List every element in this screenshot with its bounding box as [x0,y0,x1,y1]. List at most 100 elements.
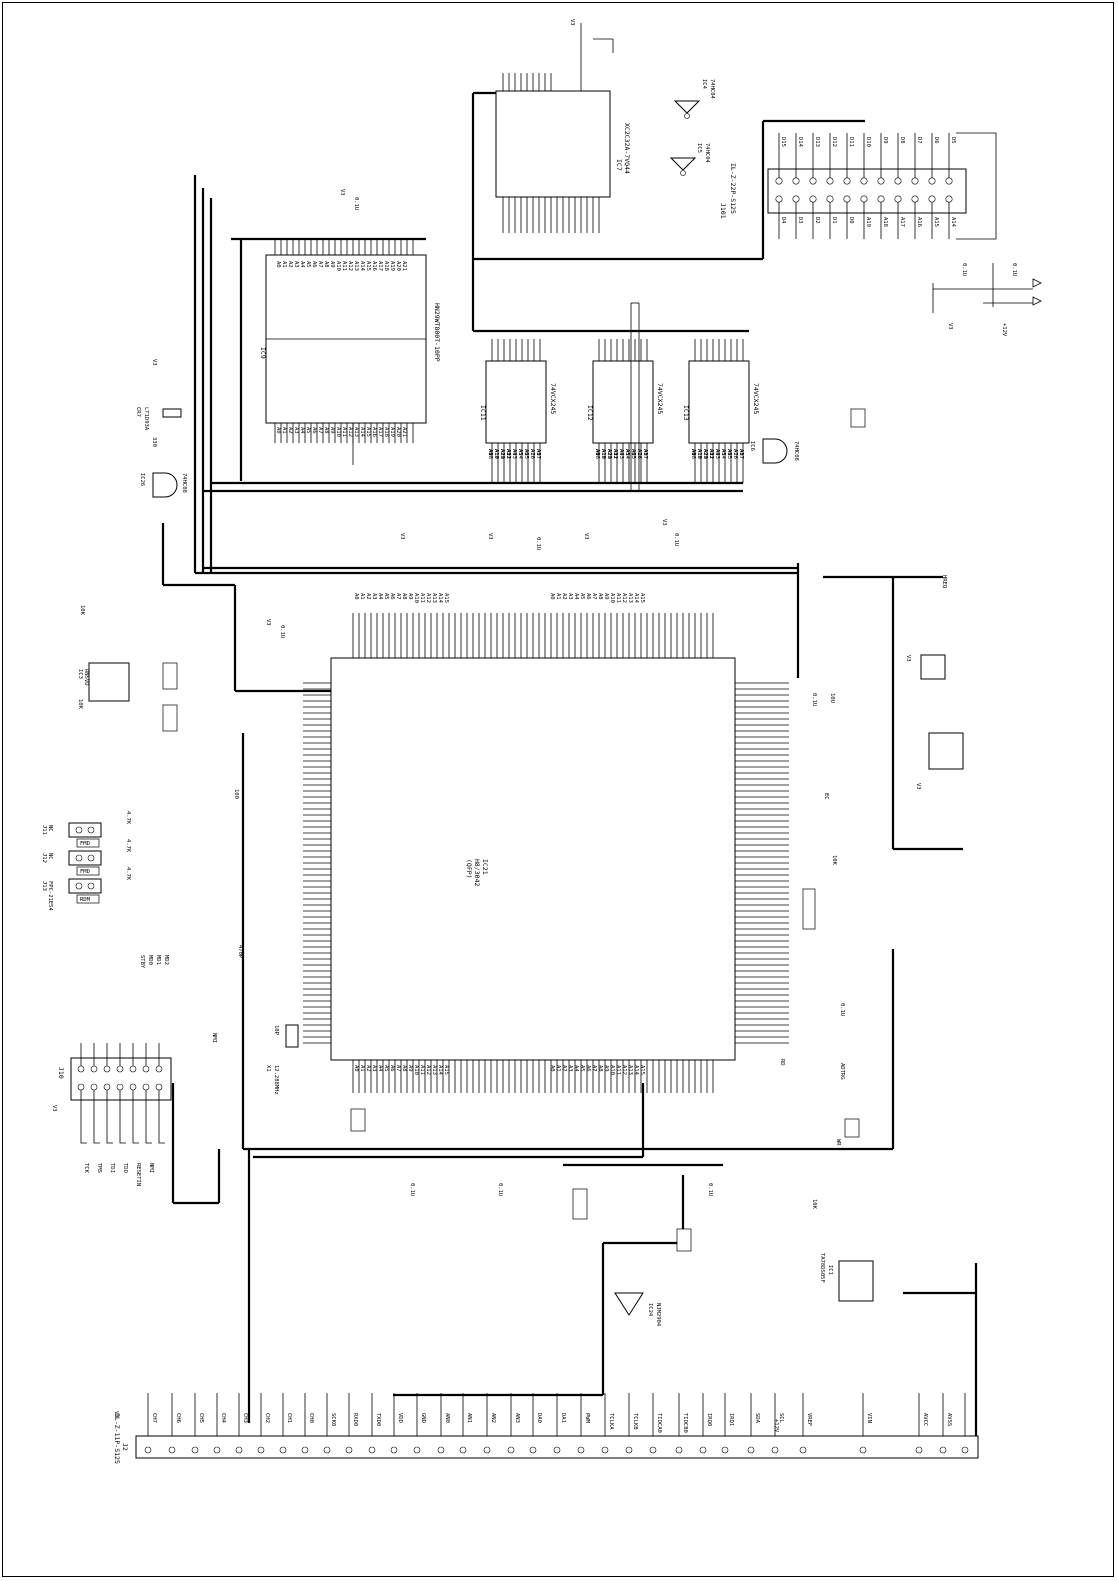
address-label: A9 [329,427,335,434]
address-label: A5 [624,449,630,456]
top-net-label: A18 [882,217,888,227]
bottom-net-label: VIN [866,1413,872,1423]
flash-ic-part: HN29WT800T-10PP [433,303,441,362]
latch-ics: IC11 74VCX245 IC12 74VCX245 IC13 74VCX24… [479,339,760,483]
address-label: A14 [359,427,365,438]
left-signal-name: TDO [122,1163,128,1173]
bottom-net-label: DA1 [560,1413,566,1423]
rail-label: V3 [569,19,575,26]
bottom-net-label: TIOCA0 [656,1413,662,1433]
bottom-net-label: TXD0 [375,1413,381,1426]
rail-label: V3 [151,359,157,366]
connector-pin [553,1446,561,1454]
address-label: A12 [425,593,431,603]
address-label: A1 [359,593,365,600]
address-label: A11 [702,449,708,459]
left-signal-name: MD0 [147,955,153,965]
address-label: A4 [299,427,305,434]
bottom-net-label: TCLKA [608,1413,614,1430]
connector-pin [843,195,851,203]
address-label: A2 [287,427,293,434]
address-label: A19 [389,427,395,437]
cap-value: 0.1U [279,625,285,638]
rail-label: V3 [399,533,405,540]
address-label: A3 [567,1065,573,1072]
address-label: A4 [299,261,305,268]
connector-pin [235,1446,243,1454]
cap-value: 10U [829,693,835,703]
address-label: A12 [347,261,353,271]
address-label: A8 [401,1065,407,1072]
connector-pin [911,177,919,185]
bottom-net-label: SDA [754,1413,760,1424]
address-label: A7 [732,449,738,456]
jumper-j13-value: FPC-21E54 [47,881,53,911]
address-label: A8 [738,449,744,456]
latch-ic12-part: 74VCX245 [656,383,664,414]
connector-wire [132,1090,139,1144]
gate-ic5-part: 74HC04 [704,143,710,164]
connector-j2-part: IL-Z-11P-S125 [113,1413,121,1464]
bottom-net-label: IRQ1 [728,1413,734,1426]
bottom-net-label: SCK0 [330,1413,336,1426]
top-net-label: D15 [780,137,786,147]
gate-ic6-ref: IC6 [749,441,755,451]
opamp-part: NJM2904 [655,1303,661,1327]
bottom-net-label: CH4 [220,1413,226,1424]
address-label: A15 [639,1065,645,1075]
regulator-ref: IC1 [827,1265,833,1275]
connector-wire [119,1090,126,1144]
address-label: A14 [517,449,523,460]
address-label: A13 [618,449,624,459]
regulator-part: TA78DS05F [819,1253,825,1283]
address-label: A9 [603,1065,609,1072]
address-label: A14 [633,1065,639,1076]
address-label: A1 [359,1065,365,1072]
res-value: 10K [79,605,85,616]
connector-pin [771,1446,779,1454]
top-net-label: A15 [933,217,939,227]
address-label: A18 [690,449,696,459]
main-ic: IC21 H8/3042 (QFP) [303,613,789,1093]
left-signal-name: MD2 [163,955,169,965]
address-label: A1 [281,427,287,434]
address-label: A8 [323,427,329,434]
logic-gates: IC26 74HC08 IC6 74HC08 IC4 74HC04 IC5 74… [139,79,799,498]
address-label: A6 [726,449,732,456]
rail-label: V3 [915,783,921,790]
connector-pin [775,195,783,203]
address-label: A6 [585,1065,591,1072]
bottom-net-label: AVCC [922,1413,928,1426]
address-label: A9 [603,593,609,600]
net-label: EC [823,793,829,800]
jumper-j12-ref: J12 [41,853,47,863]
latch-ic12-ref: IC12 [586,405,594,421]
connector-pin [155,1065,163,1073]
gate-ic4-ref: IC4 [701,79,707,90]
bottom-net-label: CH7 [151,1413,157,1423]
misc-labels: V3 V3 V3 V3 V3 V3 V3 V3 V3 V3 V3 V3 V3 +… [51,19,1017,1433]
address-label: A8 [535,449,541,456]
address-label: A4 [573,1065,579,1072]
top-net-label: D0 [848,217,854,224]
address-label: A12 [347,427,353,437]
connector-pin [144,1446,152,1454]
rail-label: V3 [905,655,911,662]
connector-pin [792,195,800,203]
cap-value: 0.1U [497,1183,503,1196]
connector-pin [77,1083,85,1091]
address-label: A15 [630,449,636,459]
connector-pin [928,195,936,203]
address-label: A7 [395,593,401,600]
address-label: A9 [329,261,335,268]
connector-pin [345,1446,353,1454]
cpld-ic: IC7 XC2C32A-7VQ44 [495,73,631,233]
address-label: A3 [371,1065,377,1072]
bottom-net-label: GND [420,1413,426,1423]
address-label: A15 [639,593,645,603]
bottom-net-label: DA0 [536,1413,542,1423]
cap-value: 0.1U [535,537,541,550]
